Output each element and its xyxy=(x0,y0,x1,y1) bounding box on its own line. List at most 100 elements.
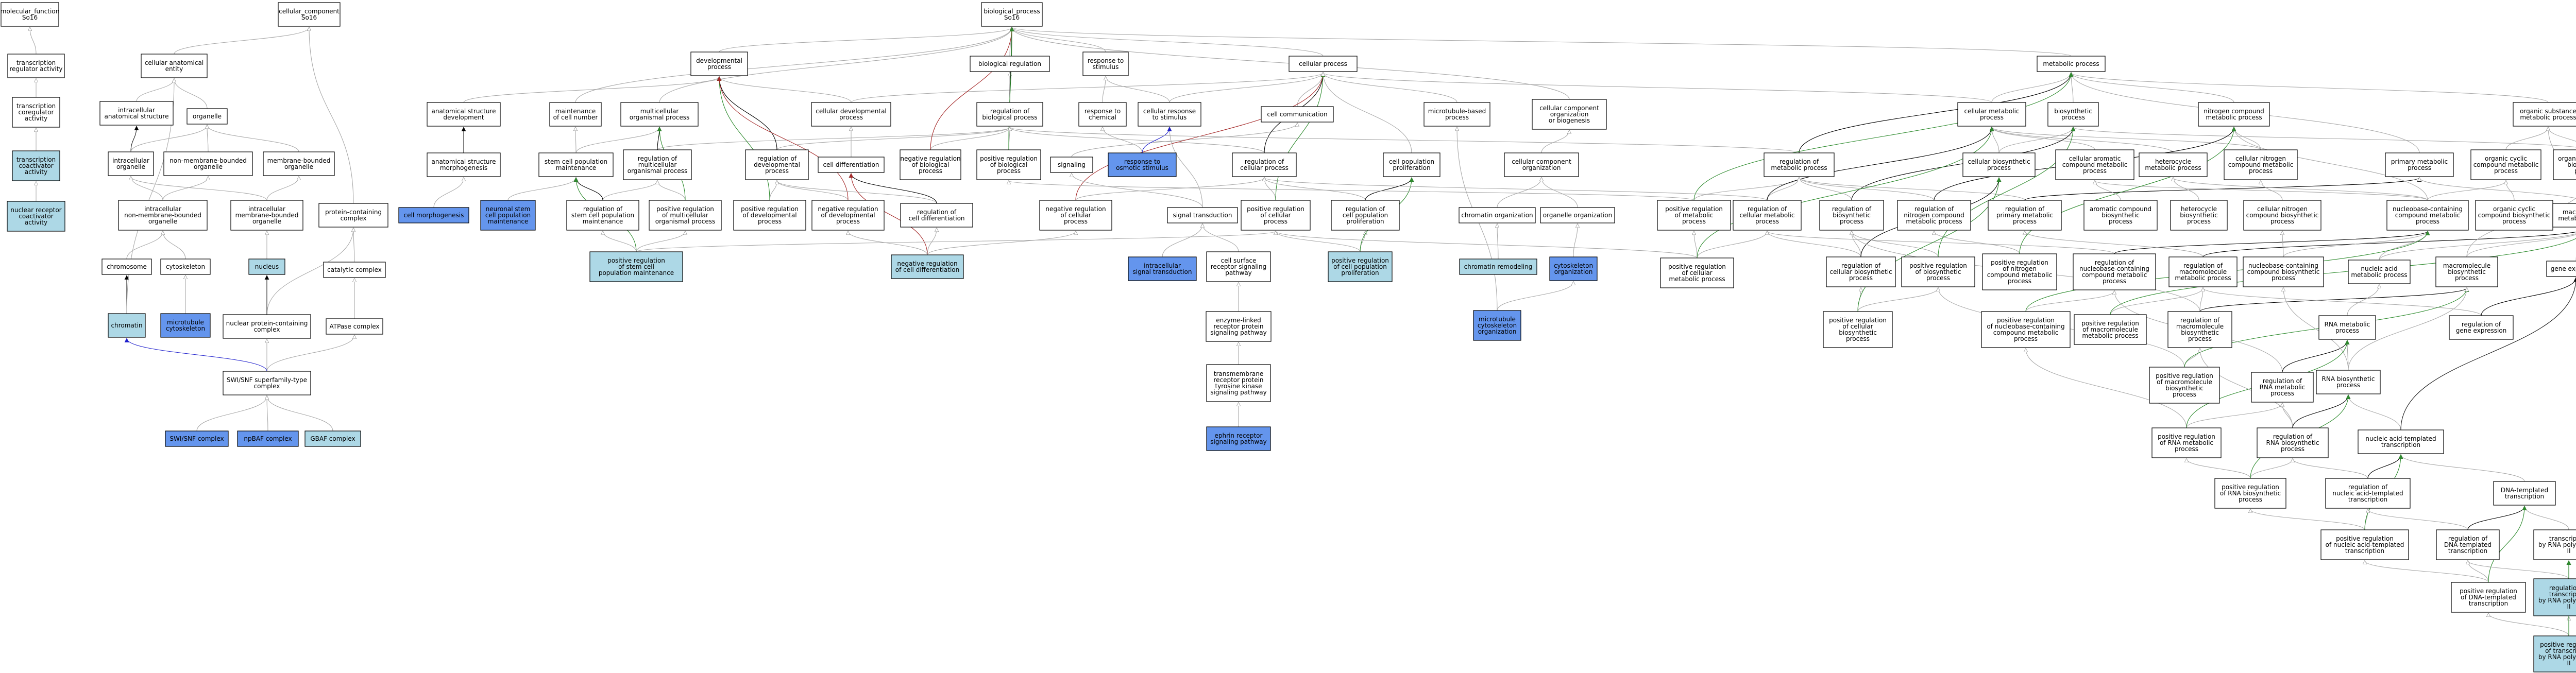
term-node-cell-morph[interactable]: cell morphogenesis xyxy=(398,207,469,223)
term-node-gene-expr[interactable]: gene expression xyxy=(2546,261,2576,277)
term-node-swisnf[interactable]: SWI/SNF complex xyxy=(165,430,229,447)
term-node-cell-proc[interactable]: cellular process xyxy=(1289,56,1358,72)
term-node-cell-comm[interactable]: cell communication xyxy=(1261,106,1334,123)
term-node-cytoskeleton[interactable]: cytoskeleton xyxy=(160,258,211,275)
term-node-nbaf[interactable]: npBAF complex xyxy=(237,430,299,447)
term-node-cell-diff[interactable]: cell differentiation xyxy=(818,157,885,173)
term-node-organelle[interactable]: organelle xyxy=(187,108,228,125)
term-node-met-proc[interactable]: metabolic process xyxy=(2037,56,2106,72)
term-node-atpase[interactable]: ATPase complex xyxy=(326,318,383,335)
term-node-bio-reg[interactable]: biological regulation xyxy=(970,56,1050,72)
term-node-gbaf[interactable]: GBAF complex xyxy=(304,430,361,447)
term-node-org-org[interactable]: organelle organization xyxy=(1540,207,1615,223)
term-node-signaling[interactable]: signaling xyxy=(1050,157,1093,173)
term-node-chromosome[interactable]: chromosome xyxy=(101,258,152,275)
term-node-org-sub-bio[interactable]: organic substancebiosyntheticprocess xyxy=(2553,149,2576,180)
term-node-trans-pol2[interactable]: transcriptionby RNA polymeraseII xyxy=(2533,529,2576,560)
